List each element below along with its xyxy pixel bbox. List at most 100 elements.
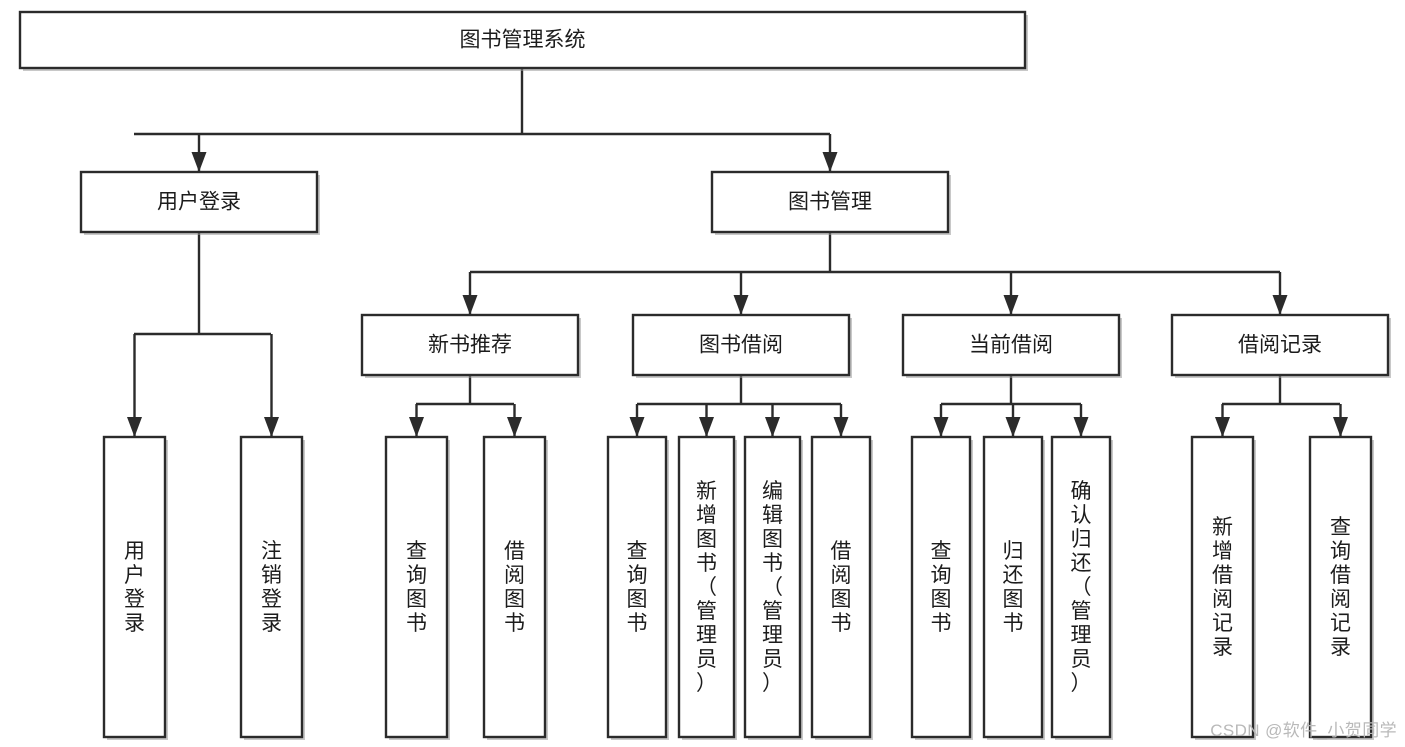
node-box[interactable] (102, 435, 167, 739)
edge-book-borrow-to-leaf-add-book-admin (699, 404, 714, 437)
edge-root-to-book-manage (822, 134, 838, 172)
arrow-down-icon (1215, 417, 1230, 437)
arrow-down-icon (629, 417, 645, 437)
node-label: 编辑图书（管理员） (762, 480, 783, 695)
arrow-down-icon (127, 417, 142, 437)
connector-rail-rail-book-manage (470, 232, 1280, 274)
csdn-watermark: CSDN @软件_小贺同学 (1210, 721, 1397, 740)
node-label: 图书管理 (788, 191, 872, 214)
node-box[interactable] (901, 313, 1121, 377)
edge-book-borrow-to-leaf-edit-book-admin (765, 404, 780, 437)
node-label: 查询图书 (406, 540, 427, 635)
node-box[interactable] (384, 435, 449, 739)
node-box[interactable] (710, 170, 950, 234)
arrow-down-icon (409, 417, 424, 437)
node-label: 用户登录 (124, 540, 145, 635)
node-leaf-query-book-1[interactable]: 查询图书 (384, 435, 450, 740)
edge-borrow-record-to-leaf-add-borrow-record (1215, 404, 1230, 437)
node-new-book-rec[interactable]: 新书推荐 (360, 313, 581, 378)
node-label: 查询借阅记录 (1330, 516, 1351, 659)
arrow-down-icon (1003, 295, 1019, 315)
edge-borrow-record-to-leaf-query-borrow-record (1333, 404, 1348, 437)
node-box[interactable] (1308, 435, 1373, 739)
node-label: 新增借阅记录 (1212, 516, 1233, 659)
node-box[interactable] (482, 435, 547, 739)
edge-new-book-rec-to-leaf-borrow-book-1 (507, 404, 522, 437)
connector-rail-rail-root (134, 68, 830, 136)
arrow-down-icon (1333, 417, 1348, 437)
arrow-down-icon (733, 295, 749, 315)
node-label: 注销登录 (261, 540, 282, 635)
edge-book-manage-to-current-borrow (1003, 272, 1019, 315)
node-box[interactable] (606, 435, 668, 739)
node-box[interactable] (810, 435, 872, 739)
edge-book-manage-to-new-book-rec (462, 272, 478, 315)
node-label: 图书借阅 (699, 334, 783, 357)
node-box[interactable] (982, 435, 1044, 739)
node-label: 用户登录 (157, 191, 241, 214)
edge-current-borrow-to-leaf-confirm-return-admin (1073, 404, 1089, 437)
node-label: 当前借阅 (969, 334, 1053, 357)
node-label: 新增图书（管理员） (696, 480, 717, 695)
edge-new-book-rec-to-leaf-query-book-1 (409, 404, 424, 437)
node-leaf-borrow-book-2[interactable]: 借阅图书 (810, 435, 873, 740)
node-root[interactable]: 图书管理系统 (18, 10, 1028, 71)
node-leaf-confirm-return-admin[interactable]: 确认归还（管理员） (1050, 435, 1113, 740)
node-box[interactable] (18, 10, 1027, 70)
node-borrow-record[interactable]: 借阅记录 (1170, 313, 1391, 378)
node-book-borrow[interactable]: 图书借阅 (631, 313, 852, 378)
arrow-down-icon (833, 417, 849, 437)
node-box[interactable] (743, 435, 802, 739)
node-label: 图书管理系统 (460, 29, 586, 52)
node-leaf-borrow-book-1[interactable]: 借阅图书 (482, 435, 548, 740)
node-box[interactable] (631, 313, 851, 377)
node-box[interactable] (360, 313, 580, 377)
arrow-down-icon (462, 295, 478, 315)
edge-book-manage-to-book-borrow (733, 272, 749, 315)
edge-root-to-user-login (191, 134, 207, 172)
node-leaf-query-borrow-record[interactable]: 查询借阅记录 (1308, 435, 1374, 740)
edge-book-borrow-to-leaf-borrow-book-2 (833, 404, 849, 437)
node-user-login[interactable]: 用户登录 (79, 170, 320, 235)
node-label: 借阅记录 (1238, 334, 1322, 357)
connector-rail-rail-user-login (134, 232, 271, 336)
node-leaf-return-book[interactable]: 归还图书 (982, 435, 1045, 740)
node-label: 确认归还（管理员） (1071, 480, 1092, 695)
node-leaf-query-book-2[interactable]: 查询图书 (606, 435, 669, 740)
node-leaf-user-login[interactable]: 用户登录 (102, 435, 168, 740)
node-box[interactable] (1190, 435, 1255, 739)
node-box[interactable] (1170, 313, 1390, 377)
connector-rail-rail-book-borrow (637, 375, 841, 406)
node-label: 新书推荐 (428, 334, 512, 357)
node-label: 查询图书 (931, 540, 952, 635)
edge-user-login-to-leaf-user-login (127, 334, 142, 437)
node-leaf-add-borrow-record[interactable]: 新增借阅记录 (1190, 435, 1256, 740)
edge-book-borrow-to-leaf-query-book-2 (629, 404, 645, 437)
node-box[interactable] (677, 435, 736, 739)
node-label: 借阅图书 (831, 540, 852, 635)
node-box[interactable] (239, 435, 304, 739)
edge-current-borrow-to-leaf-return-book (1005, 404, 1021, 437)
node-book-manage[interactable]: 图书管理 (710, 170, 951, 235)
arrow-down-icon (191, 152, 207, 172)
node-box[interactable] (910, 435, 972, 739)
node-box[interactable] (79, 170, 319, 234)
arrow-down-icon (507, 417, 522, 437)
node-current-borrow[interactable]: 当前借阅 (901, 313, 1122, 378)
node-leaf-edit-book-admin[interactable]: 编辑图书（管理员） (743, 435, 803, 740)
node-layer: 图书管理系统用户登录图书管理新书推荐图书借阅当前借阅借阅记录用户登录注销登录查询… (18, 10, 1391, 740)
arrow-down-icon (822, 152, 838, 172)
connector-rail-rail-borrow-record (1222, 375, 1340, 406)
node-leaf-query-book-3[interactable]: 查询图书 (910, 435, 973, 740)
connector-rail-rail-current-borrow (941, 375, 1081, 406)
node-leaf-add-book-admin[interactable]: 新增图书（管理员） (677, 435, 737, 740)
arrow-down-icon (699, 417, 714, 437)
node-box[interactable] (1050, 435, 1112, 739)
edge-book-manage-to-borrow-record (1272, 272, 1288, 315)
node-leaf-user-logout[interactable]: 注销登录 (239, 435, 305, 740)
edge-current-borrow-to-leaf-query-book-3 (933, 404, 949, 437)
edge-user-login-to-leaf-user-logout (264, 334, 279, 437)
arrow-down-icon (933, 417, 949, 437)
arrow-down-icon (765, 417, 780, 437)
